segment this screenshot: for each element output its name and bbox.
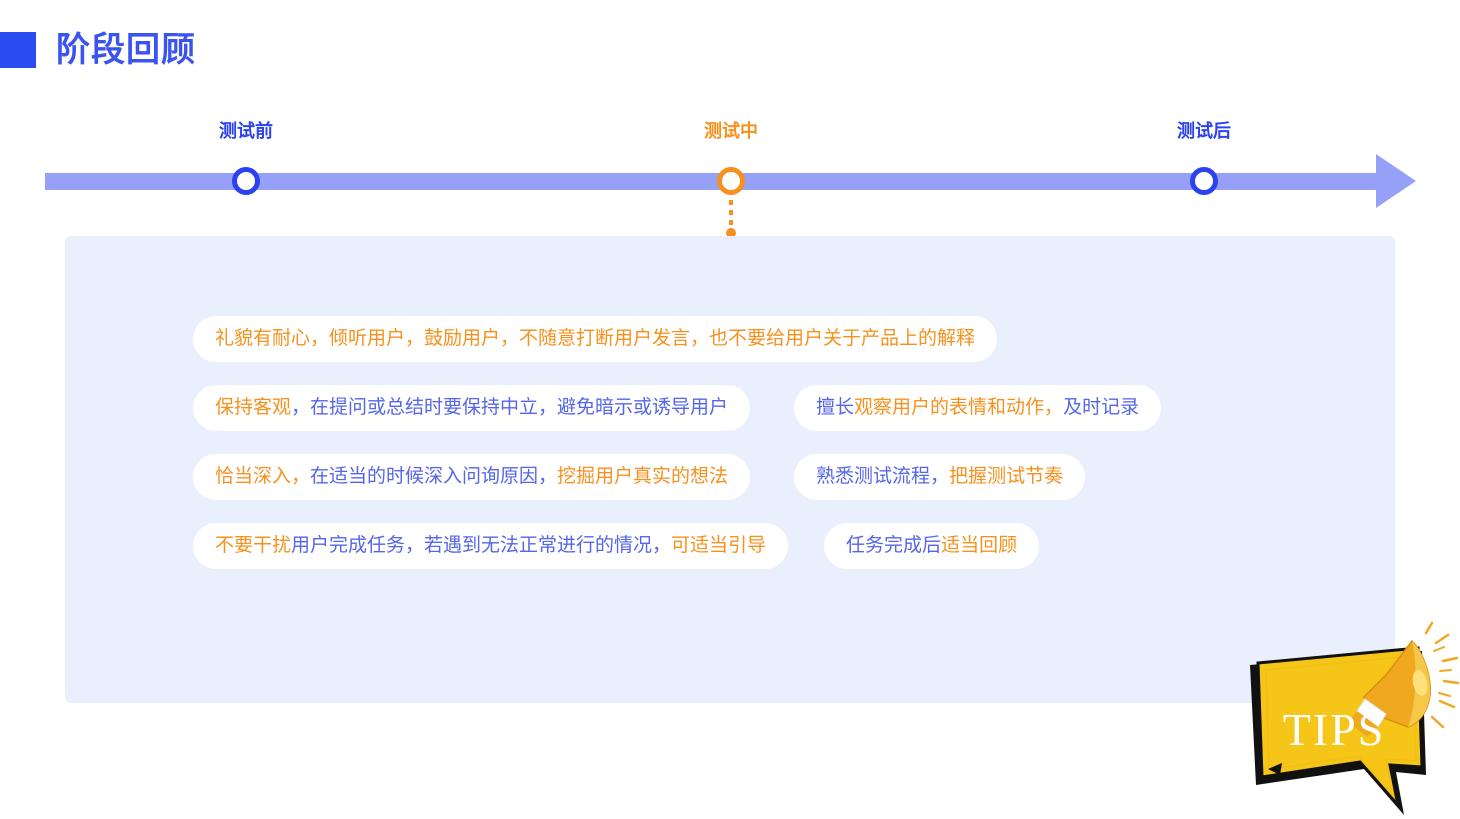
guidelines-list: 礼貌有耐心，倾听用户，鼓励用户，不随意打断用户发言，也不要给用户关于产品上的解释… [193,316,1373,592]
guideline-segment: 适当回顾 [941,535,1018,556]
timeline-track [45,173,1383,190]
arrow-right-icon [1376,154,1416,208]
timeline-node-dot-icon [717,167,745,195]
guideline-segment: 挖掘用户真实的想法 [557,466,729,487]
guidelines-panel: 礼貌有耐心，倾听用户，鼓励用户，不随意打断用户发言，也不要给用户关于产品上的解释… [65,236,1395,703]
guideline-segment: 擅长 [816,397,855,418]
tips-label: TIPS [1282,704,1386,755]
guideline-segment: 用户完成任务，若遇到无法正常进行的情况， [291,535,672,556]
guideline-pill[interactable]: 熟悉测试流程，把握测试节奏 [794,454,1086,500]
guideline-row: 不要干扰用户完成任务，若遇到无法正常进行的情况，可适当引导 任务完成后适当回顾 [193,523,1373,569]
timeline-node-dot-icon [1190,167,1218,195]
timeline-node-dot-icon [232,167,260,195]
guideline-row: 保持客观，在提问或总结时要保持中立，避免暗示或诱导用户 擅长观察用户的表情和动作… [193,385,1373,431]
timeline-node-before[interactable]: 测试前 [146,120,346,195]
page-title-text: 阶段回顾 [56,31,196,69]
guideline-segment: 熟悉测试流程， [816,466,950,487]
guideline-pill[interactable]: 擅长观察用户的表情和动作，及时记录 [794,385,1162,431]
guideline-segment: ，在提问或总结时要保持中立，避免暗示或诱导用户 [291,397,729,418]
guideline-segment: 可适当引导 [671,535,767,556]
guideline-pill[interactable]: 不要干扰用户完成任务，若遇到无法正常进行的情况，可适当引导 [193,523,789,569]
timeline-node-label: 测试前 [219,121,273,141]
guideline-segment: 恰当深入， [215,466,311,487]
guideline-pill[interactable]: 恰当深入，在适当的时候深入问询原因，挖掘用户真实的想法 [193,454,751,500]
guideline-pill[interactable]: 任务完成后适当回顾 [824,523,1040,569]
guideline-segment: 在适当的时候深入问询原因， [310,466,558,487]
guideline-segment: 任务完成后 [846,535,942,556]
guideline-segment: 不要干扰 [215,535,292,556]
timeline-node-label: 测试后 [1177,121,1231,141]
tips-corner-mark-icon [1268,763,1282,775]
tips-badge-graphic [1250,621,1460,815]
guideline-pill[interactable]: 礼貌有耐心，倾听用户，鼓励用户，不随意打断用户发言，也不要给用户关于产品上的解释 [193,316,998,362]
timeline-connector-end-dot-icon [726,228,736,238]
page-title: 阶段回顾 [0,28,196,72]
timeline-node-after[interactable]: 测试后 [1104,120,1304,195]
guideline-segment: 礼貌有耐心，倾听用户，鼓励用户，不随意打断用户发言，也不要给用户关于产品上的解释 [215,328,976,349]
megaphone-icon [1348,621,1460,737]
guideline-segment: 把握测试节奏 [949,466,1064,487]
guideline-pill[interactable]: 保持客观，在提问或总结时要保持中立，避免暗示或诱导用户 [193,385,751,431]
timeline-connector-dotted [729,200,733,246]
guideline-row: 礼貌有耐心，倾听用户，鼓励用户，不随意打断用户发言，也不要给用户关于产品上的解释 [193,316,1373,362]
guideline-segment: 保持客观 [215,397,292,418]
guideline-segment: 观察用户的表情和动作， [854,397,1064,418]
timeline-node-during[interactable]: 测试中 [631,120,831,246]
title-marker-icon [0,32,36,68]
timeline-node-label: 测试中 [704,121,758,141]
tips-badge: TIPS [1236,615,1460,819]
guideline-row: 恰当深入，在适当的时候深入问询原因，挖掘用户真实的想法 熟悉测试流程，把握测试节… [193,454,1373,500]
phase-timeline: 测试前 测试中 测试后 [0,120,1460,246]
guideline-segment: 及时记录 [1063,397,1140,418]
